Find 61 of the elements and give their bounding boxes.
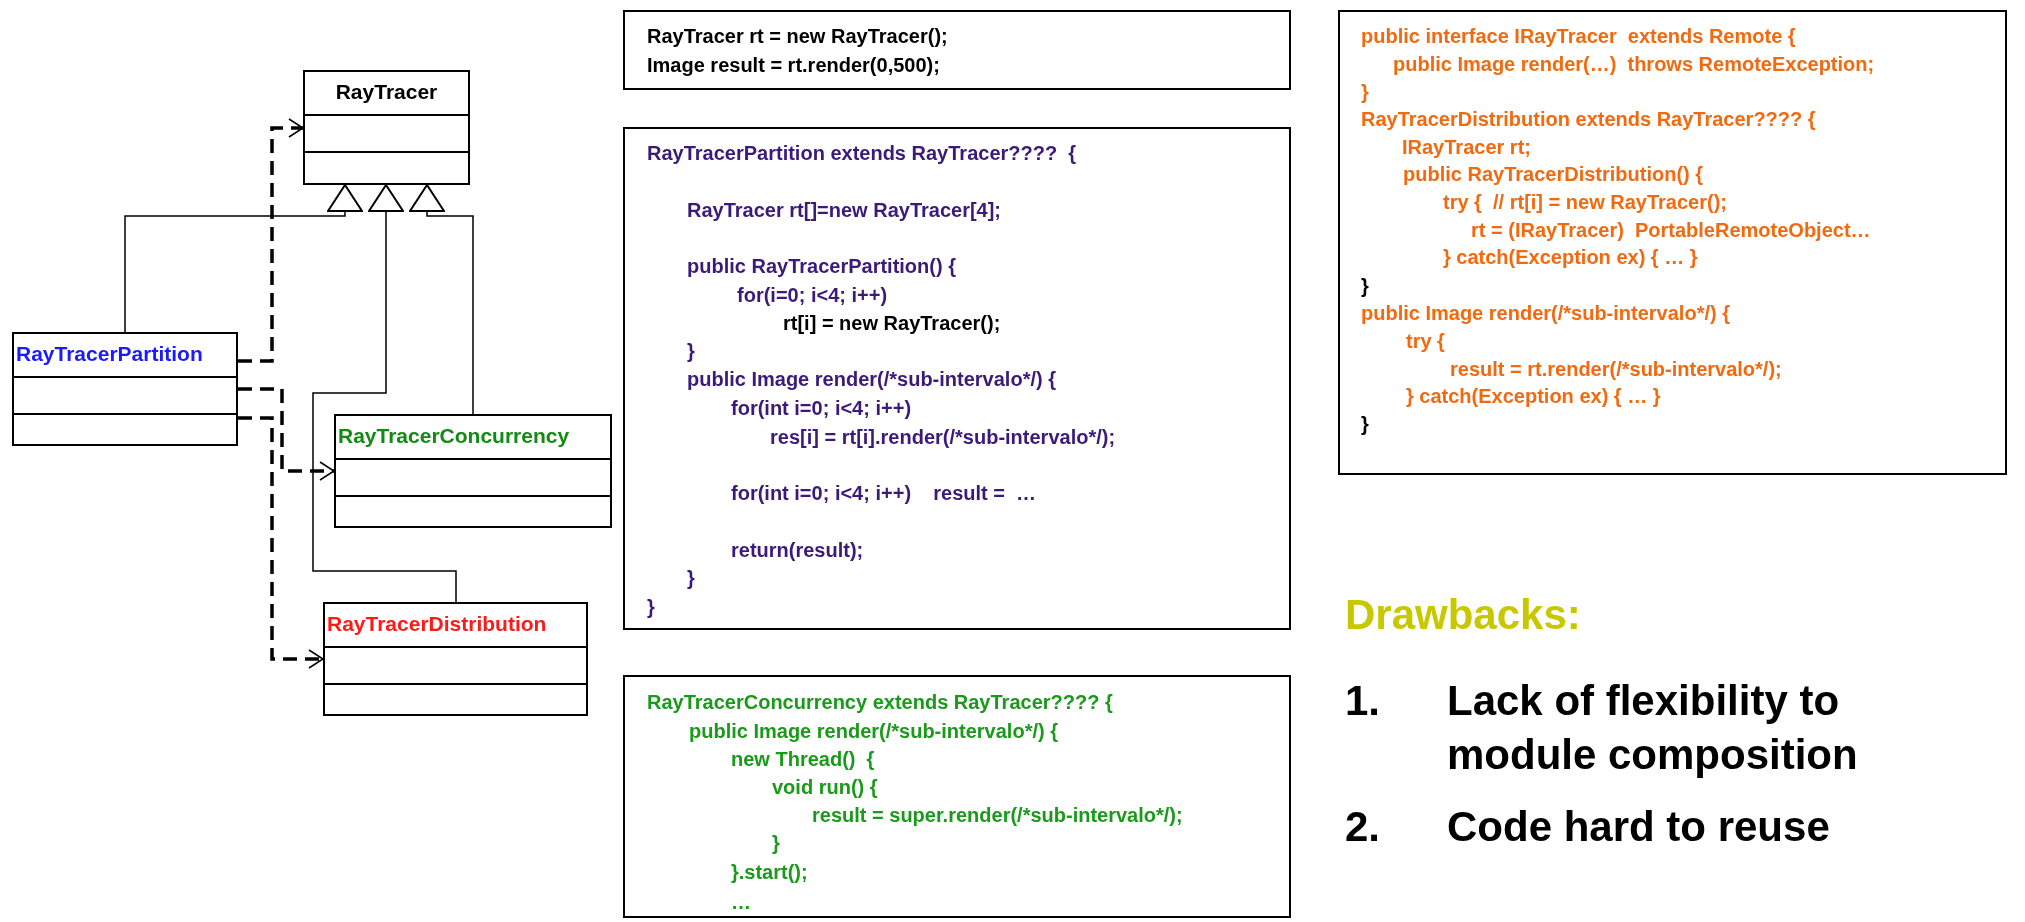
code-line: return(result); xyxy=(731,538,864,562)
class-box xyxy=(334,414,612,528)
inheritance-arrow xyxy=(124,184,363,333)
code-line: new Thread() { xyxy=(731,747,875,771)
code-box xyxy=(623,10,1291,90)
code-line: public Image render(/*sub-intervalo*/) { xyxy=(687,367,1056,391)
class-name: RayTracer xyxy=(334,80,439,104)
code-line: public RayTracerDistribution() { xyxy=(1403,162,1704,186)
list-item-text: Lack of flexibility to module composition xyxy=(1447,676,1859,780)
class-name: RayTracerPartition xyxy=(16,342,203,366)
list-item-text: Code hard to reuse xyxy=(1447,802,1831,852)
code-line: void run() { xyxy=(772,775,878,799)
code-line: rt[i] = new RayTracer(); xyxy=(783,311,1001,335)
class-name: RayTracerConcurrency xyxy=(338,424,570,448)
code-line: result = super.render(/*sub-intervalo*/); xyxy=(812,803,1183,827)
code-line: RayTracer rt[]=new RayTracer[4]; xyxy=(687,198,1002,222)
code-line: }.start(); xyxy=(731,860,808,884)
class-box xyxy=(12,332,238,446)
code-box xyxy=(623,127,1291,630)
code-line: public Image render(…) throws RemoteException; xyxy=(1393,52,1875,76)
dependency-arrow xyxy=(238,118,304,363)
class-box xyxy=(303,70,470,185)
dependency-arrow xyxy=(238,387,335,481)
dependency-arrow xyxy=(238,416,324,669)
code-line: } xyxy=(647,595,655,619)
inheritance-arrow xyxy=(312,184,457,603)
code-line: try { xyxy=(1406,329,1445,353)
code-line: res[i] = rt[i].render(/*sub-intervalo*/); xyxy=(770,425,1116,449)
code-line: } xyxy=(687,566,695,590)
code-line: for(i=0; i<4; i++) xyxy=(737,283,888,307)
inheritance-arrow xyxy=(409,184,474,415)
code-line: IRayTracer rt; xyxy=(1402,135,1531,159)
code-line: } catch(Exception ex) { … } xyxy=(1443,245,1698,269)
code-line: RayTracerDistribution extends RayTracer???? { xyxy=(1361,107,1816,131)
heading: Drawbacks: xyxy=(1345,590,1581,640)
code-line: } xyxy=(687,339,695,363)
code-line: } xyxy=(1361,274,1369,298)
list-number: 1. xyxy=(1345,676,1381,726)
code-line: } xyxy=(1361,412,1369,436)
code-line: } xyxy=(1361,80,1369,104)
code-line: RayTracerConcurrency extends RayTracer???? { xyxy=(647,690,1113,714)
code-line: } catch(Exception ex) { … } xyxy=(1406,384,1661,408)
code-line: RayTracerPartition extends RayTracer???? { xyxy=(647,141,1077,165)
code-line: RayTracer rt = new RayTracer(); xyxy=(647,24,948,48)
code-line: for(int i=0; i<4; i++) result = … xyxy=(731,481,1037,505)
code-line: Image result = rt.render(0,500); xyxy=(647,53,940,77)
code-line: for(int i=0; i<4; i++) xyxy=(731,396,912,420)
list-number: 2. xyxy=(1345,802,1381,852)
code-line: public Image render(/*sub-intervalo*/) { xyxy=(689,719,1058,743)
code-line: result = rt.render(/*sub-intervalo*/); xyxy=(1450,357,1782,381)
code-line: rt = (IRayTracer) PortableRemoteObject… xyxy=(1471,218,1871,242)
code-line: public RayTracerPartition() { xyxy=(687,254,956,278)
code-line: try { // rt[i] = new RayTracer(); xyxy=(1443,190,1727,214)
class-box xyxy=(323,602,588,716)
code-line: public interface IRayTracer extends Remote { xyxy=(1361,24,1796,48)
code-line: public Image render(/*sub-intervalo*/) { xyxy=(1361,301,1730,325)
code-box xyxy=(1338,10,2007,475)
class-name: RayTracerDistribution xyxy=(327,612,547,636)
code-line: … xyxy=(731,890,751,914)
code-line: } xyxy=(772,831,780,855)
code-box xyxy=(623,675,1291,918)
